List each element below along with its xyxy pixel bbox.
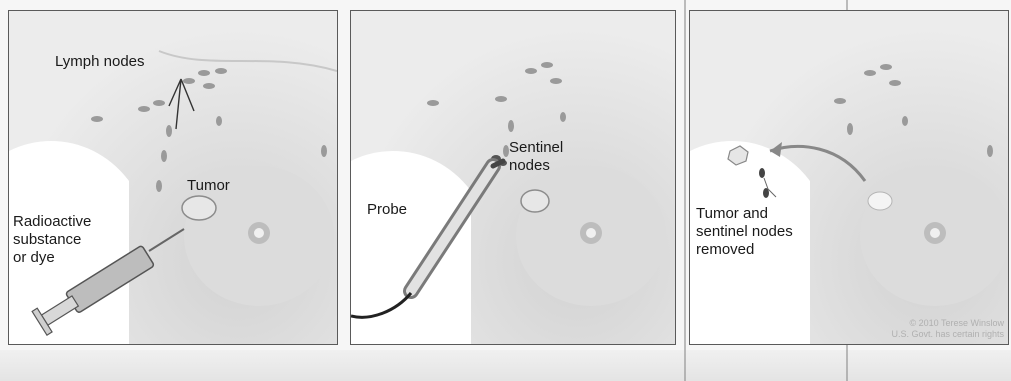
- nipple-highlight: [930, 228, 940, 238]
- lymph-node: [198, 70, 210, 76]
- panel-injection: Lymph nodes Tumor Radioactive substance …: [8, 10, 338, 345]
- label-tumor: Tumor: [187, 177, 230, 195]
- lymph-node: [156, 180, 162, 192]
- lymph-node: [550, 78, 562, 84]
- label-probe: Probe: [367, 201, 407, 219]
- lymph-node: [560, 112, 566, 122]
- illustration-credit: © 2010 Terese Winslow U.S. Govt. has cer…: [891, 318, 1004, 340]
- lymph-node: [138, 106, 150, 112]
- lymph-node: [847, 123, 853, 135]
- lymph-node: [902, 116, 908, 126]
- tumor-shape: [521, 190, 549, 212]
- tumor-shape: [182, 196, 216, 220]
- lymph-node: [880, 64, 892, 70]
- lymph-node: [91, 116, 103, 122]
- lymph-node: [889, 80, 901, 86]
- page-bottom-band: [0, 350, 1011, 381]
- lymph-node: [203, 83, 215, 89]
- lymph-node: [508, 120, 514, 132]
- label-lymph-nodes: Lymph nodes: [55, 53, 145, 71]
- lymph-node: [215, 68, 227, 74]
- lymph-node: [834, 98, 846, 104]
- label-removed: Tumor and sentinel nodes removed: [696, 205, 793, 259]
- lymph-node: [153, 100, 165, 106]
- panel-probe-illustration: [351, 11, 675, 344]
- nipple-highlight: [254, 228, 264, 238]
- lymph-node: [525, 68, 537, 74]
- panel-removal-illustration: [690, 11, 1008, 344]
- lymph-node: [495, 96, 507, 102]
- arm-shape: [351, 151, 471, 344]
- label-injection: Radioactive substance or dye: [13, 213, 91, 267]
- lymph-node: [216, 116, 222, 126]
- lymph-node: [161, 150, 167, 162]
- label-sentinel-nodes: Sentinel nodes: [509, 139, 563, 175]
- panel-removal: Tumor and sentinel nodes removed © 2010 …: [689, 10, 1009, 345]
- panel-probe: Sentinel nodes Probe: [350, 10, 676, 345]
- lymph-node: [427, 100, 439, 106]
- nipple-highlight: [586, 228, 596, 238]
- lymph-node: [541, 62, 553, 68]
- lymph-node: [321, 145, 327, 157]
- scan-fold-line: [684, 0, 686, 381]
- lymph-node: [166, 125, 172, 137]
- lymph-node: [183, 78, 195, 84]
- lymph-node: [864, 70, 876, 76]
- lymph-node: [987, 145, 993, 157]
- tumor-excision-site: [868, 192, 892, 210]
- removed-sentinel-node: [759, 168, 765, 178]
